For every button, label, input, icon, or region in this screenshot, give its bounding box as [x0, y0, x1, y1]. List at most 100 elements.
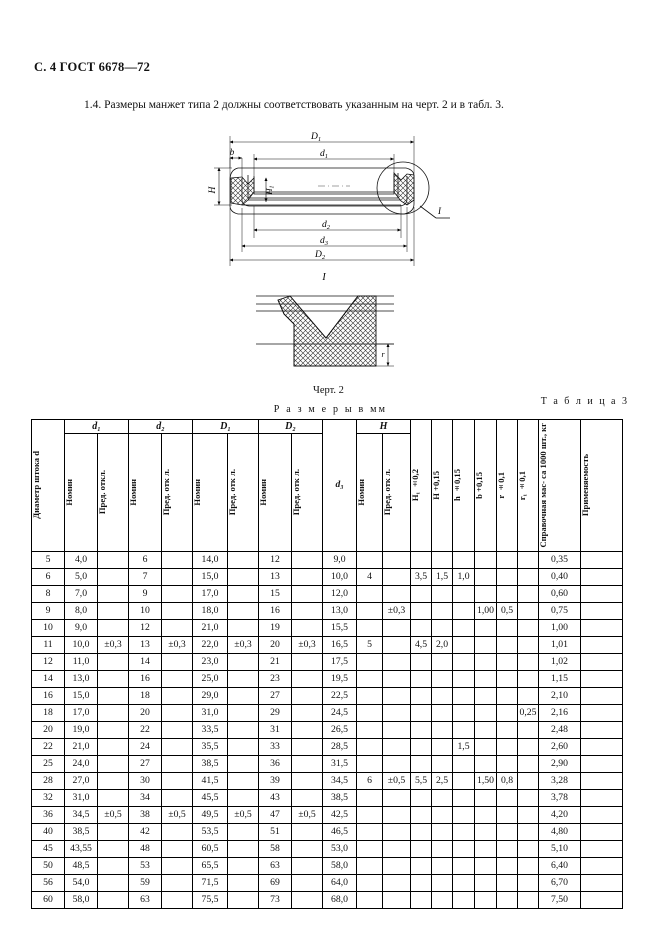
- cell-D1-nom: 29,0: [192, 686, 228, 705]
- cell-r1: [517, 669, 539, 688]
- cell-H: [431, 550, 453, 569]
- cell-D2-tol: [291, 618, 323, 637]
- cell-d2-nom: 16: [128, 669, 162, 688]
- cell-mass: 2,90: [538, 754, 581, 773]
- cell-d2-nom: 24: [128, 737, 162, 756]
- cell-d3: 58,0: [322, 856, 357, 875]
- cell-shaft: 32: [31, 788, 65, 807]
- cell-r1: [517, 890, 539, 909]
- cell-H-tol: [382, 686, 411, 705]
- cell-mass: 0,75: [538, 601, 581, 620]
- cell-D2-tol: ±0,5: [291, 805, 323, 824]
- cell-mass: 1,00: [538, 618, 581, 637]
- cell-shaft: 20: [31, 720, 65, 739]
- cell-H: [431, 754, 453, 773]
- cell-H1: 5,5: [410, 771, 432, 790]
- th-H: H +0,15: [431, 419, 453, 552]
- th-applicability: Применяемость: [580, 419, 623, 552]
- cell-b: [474, 822, 497, 841]
- cell-D1-tol: [227, 584, 259, 603]
- cell-D1-nom: 41,5: [192, 771, 228, 790]
- th-H-tol: Пред. отк л.: [382, 433, 411, 552]
- cell-h: [452, 618, 475, 637]
- cell-H-tol: [382, 890, 411, 909]
- cell-mass: 2,10: [538, 686, 581, 705]
- cell-d2-nom: 7: [128, 567, 162, 586]
- th-D2-tol: Пред. отк л.: [291, 433, 323, 552]
- cell-r1: [517, 839, 539, 858]
- cell-D2-tol: [291, 890, 323, 909]
- cell-H-nom: [356, 601, 383, 620]
- cell-applicability: [580, 550, 623, 569]
- cell-d1-nom: 31,0: [64, 788, 98, 807]
- cell-r: [496, 754, 518, 773]
- cell-H-tol: [382, 737, 411, 756]
- cell-h: [452, 805, 475, 824]
- cell-mass: 4,80: [538, 822, 581, 841]
- cell-H-nom: [356, 856, 383, 875]
- cell-h: [452, 890, 475, 909]
- cell-H-tol: [382, 584, 411, 603]
- cell-r1: [517, 618, 539, 637]
- cell-D1-tol: [227, 720, 259, 739]
- cell-shaft: 16: [31, 686, 65, 705]
- cell-mass: 2,60: [538, 737, 581, 756]
- cell-H1: [410, 737, 432, 756]
- cell-applicability: [580, 669, 623, 688]
- cell-D2-tol: [291, 754, 323, 773]
- cell-mass: 2,16: [538, 703, 581, 722]
- cell-applicability: [580, 703, 623, 722]
- cell-h: 1,5: [452, 737, 475, 756]
- cell-applicability: [580, 771, 623, 790]
- cell-H-tol: [382, 754, 411, 773]
- cell-r: [496, 720, 518, 739]
- cell-H1: [410, 856, 432, 875]
- cell-h: [452, 754, 475, 773]
- cell-H1: [410, 550, 432, 569]
- cell-H: [431, 788, 453, 807]
- cell-d3: 24,5: [322, 703, 357, 722]
- th-mass: Справочная мас- са 1000 шт., кг: [538, 419, 581, 552]
- cell-d1-nom: 17,0: [64, 703, 98, 722]
- cell-b: [474, 890, 497, 909]
- cell-shaft: 56: [31, 873, 65, 892]
- cell-d2-tol: [161, 771, 193, 790]
- dimensions-table: Диаметр штока d d₁ d₂ D₁ D₂ d₃ H: [31, 419, 623, 909]
- dim-label-b: b: [230, 147, 235, 157]
- cell-H-tol: [382, 550, 411, 569]
- cell-shaft: 12: [31, 652, 65, 671]
- detail-hatched-profile: [277, 295, 377, 367]
- cell-D2-tol: [291, 856, 323, 875]
- cell-shaft: 50: [31, 856, 65, 875]
- cell-D2-tol: [291, 839, 323, 858]
- cell-D1-tol: [227, 856, 259, 875]
- cell-D1-nom: 33,5: [192, 720, 228, 739]
- cell-d1-nom: 21,0: [64, 737, 98, 756]
- cell-shaft: 10: [31, 618, 65, 637]
- cell-applicability: [580, 822, 623, 841]
- cell-H-tol: [382, 856, 411, 875]
- cell-r: [496, 737, 518, 756]
- cell-d1-tol: [97, 550, 129, 569]
- cell-r: [496, 584, 518, 603]
- cell-applicability: [580, 601, 623, 620]
- cell-D1-nom: 22,0: [192, 635, 228, 654]
- cell-H1: [410, 805, 432, 824]
- cell-r: 0,8: [496, 771, 518, 790]
- cell-H1: [410, 669, 432, 688]
- cell-d2-nom: 42: [128, 822, 162, 841]
- cell-applicability: [580, 839, 623, 858]
- cell-D1-nom: 53,5: [192, 822, 228, 841]
- cell-H1: 3,5: [410, 567, 432, 586]
- cell-r: [496, 567, 518, 586]
- cell-h: [452, 652, 475, 671]
- cell-H1: [410, 822, 432, 841]
- cell-r: [496, 618, 518, 637]
- cell-d1-nom: 27,0: [64, 771, 98, 790]
- cell-H-tol: [382, 788, 411, 807]
- cell-d3: 68,0: [322, 890, 357, 909]
- th-d1-tol: Пред. откл.: [97, 433, 129, 552]
